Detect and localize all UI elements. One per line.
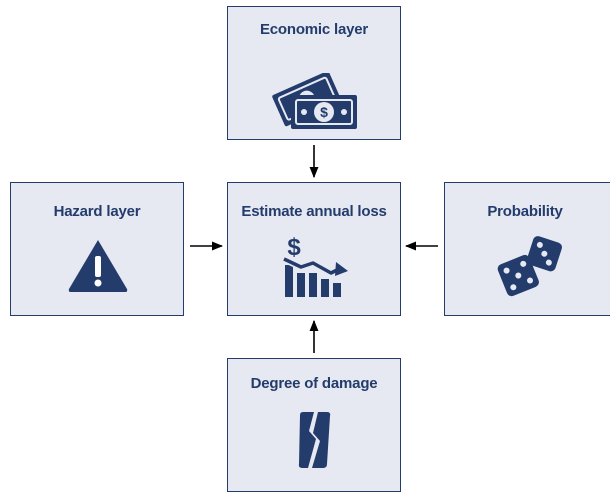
svg-text:$: $ (320, 104, 328, 120)
node-damage-label: Degree of damage (250, 375, 378, 392)
node-hazard-label: Hazard layer (53, 203, 141, 220)
node-hazard-layer: Hazard layer (10, 182, 184, 316)
svg-text:$: $ (287, 234, 301, 261)
node-degree-of-damage: Degree of damage (227, 358, 401, 492)
broken-card-icon (298, 412, 331, 468)
node-center-label: Estimate annual loss (241, 203, 387, 220)
money-bills-icon: $ (272, 73, 357, 129)
node-estimate-annual-loss: Estimate annual loss $ (227, 182, 401, 316)
dice-icon (497, 236, 562, 297)
node-economic-layer: Economic layer $ (227, 6, 401, 140)
node-probability-label: Probability (487, 203, 563, 220)
node-economic-label: Economic layer (259, 21, 369, 38)
node-probability: Probability (444, 182, 610, 316)
warning-icon (68, 240, 128, 292)
dollar-decline-chart-icon: $ (282, 234, 348, 297)
